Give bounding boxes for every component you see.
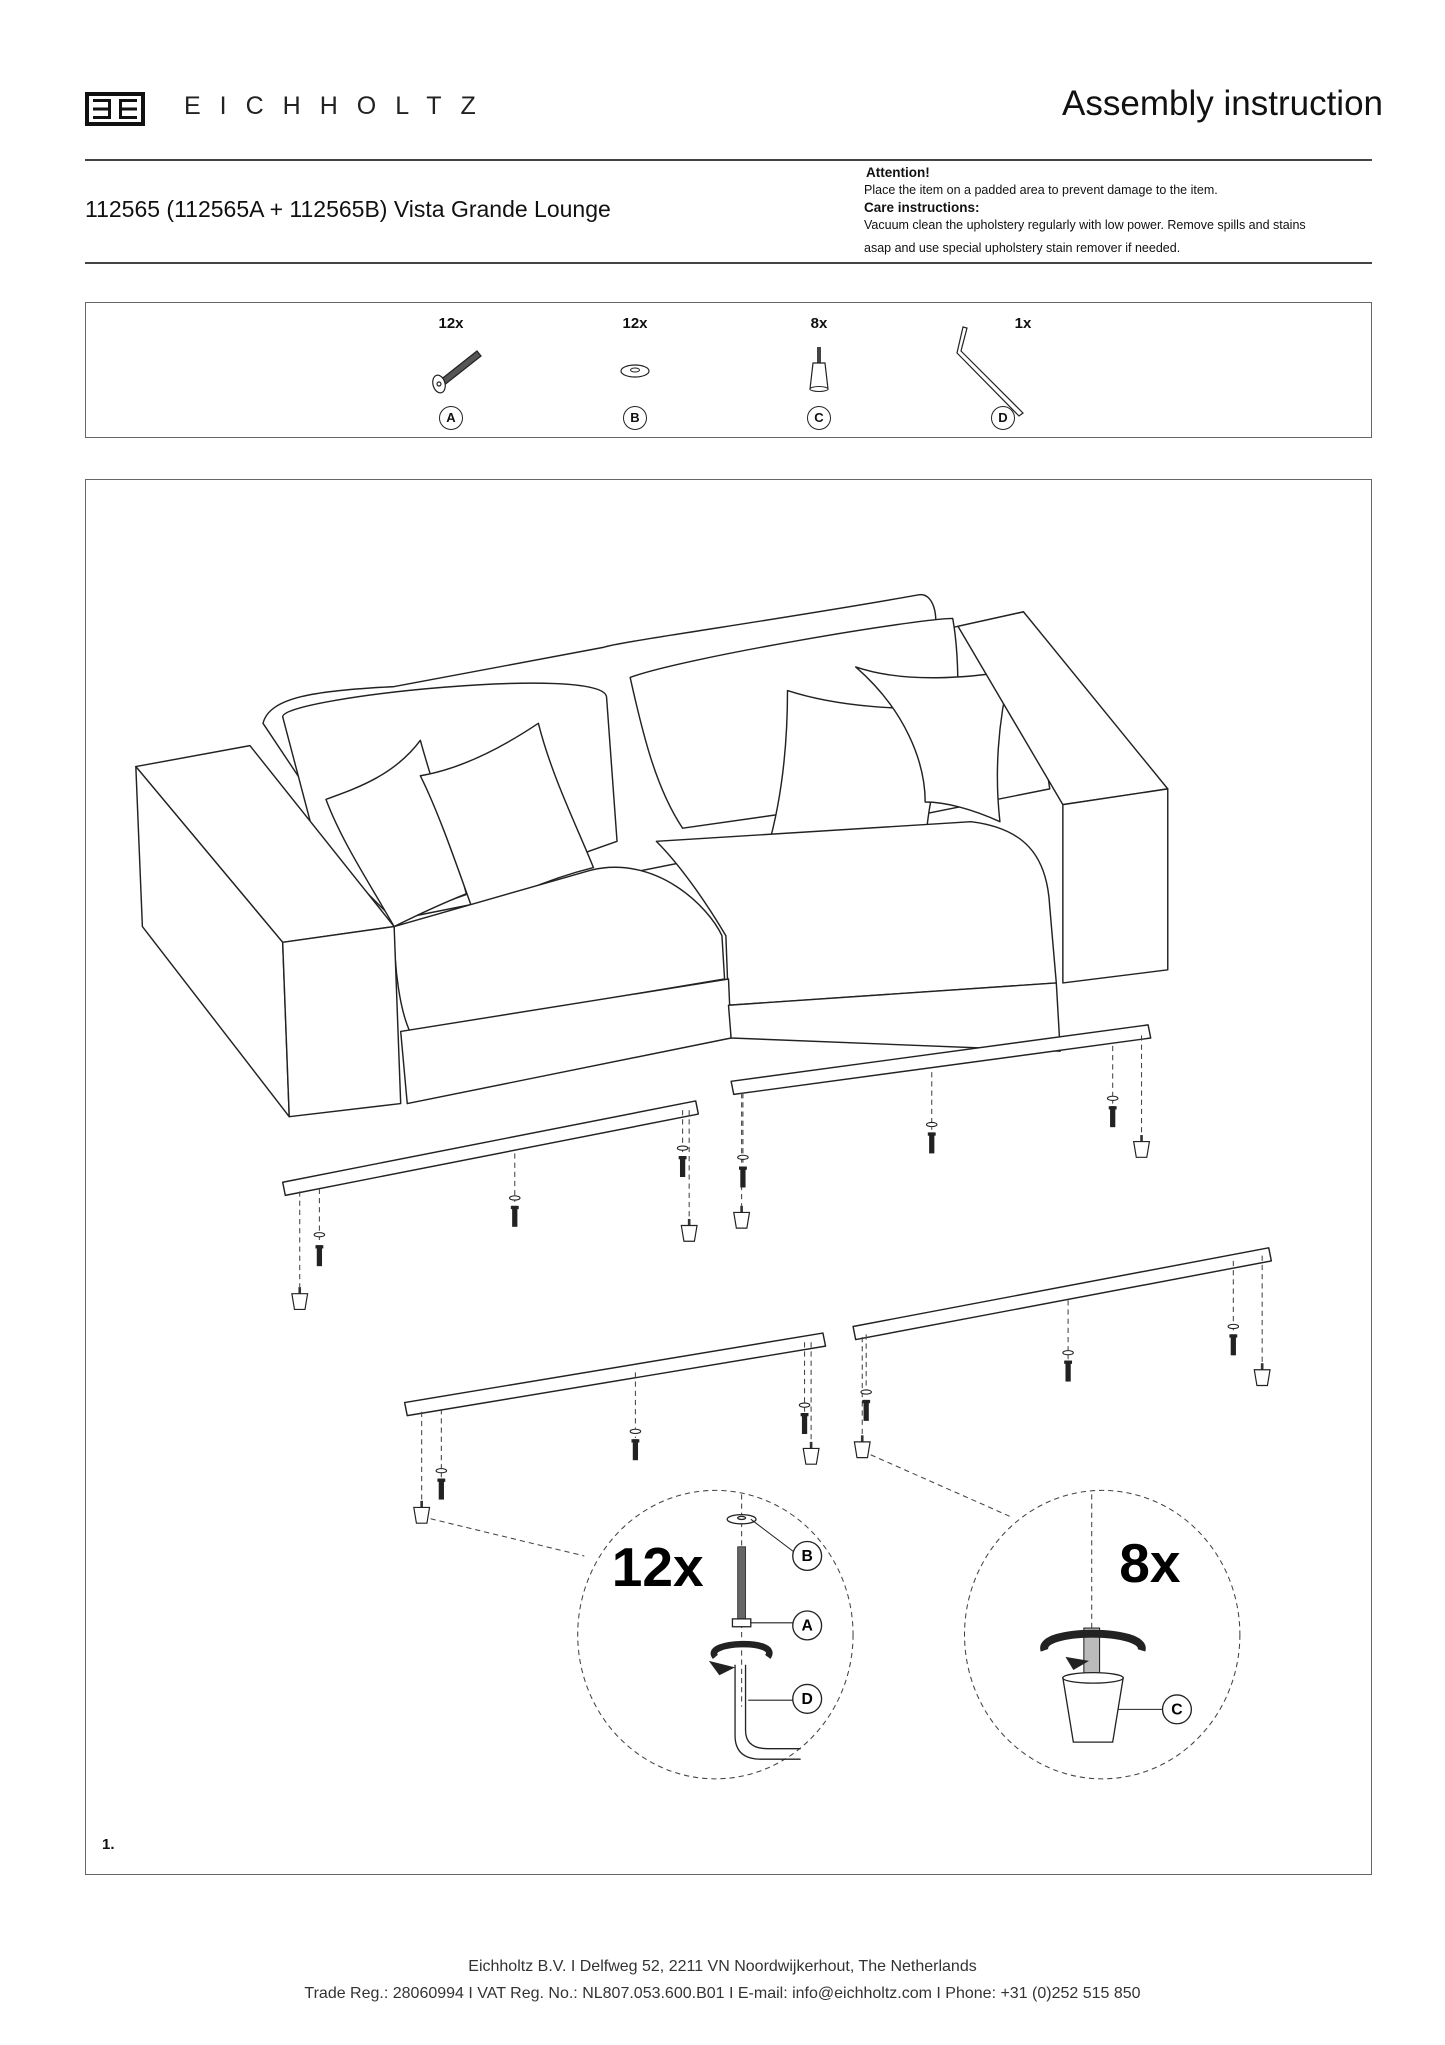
part-d: 1x D [943,303,1063,437]
part-quantity: 8x [810,315,828,332]
attention-label: Attention! [866,165,930,180]
part-quantity: 12x [438,315,464,332]
part-letter: D [991,406,1015,430]
care-notes: Attention! Place the item on a padded ar… [864,164,1364,257]
brand-name: EICHHOLTZ [184,92,495,120]
foot-icon [809,347,829,392]
header-divider [85,159,1372,161]
attention-text: Place the item on a padded area to preve… [864,183,1218,197]
sofa-leg-assembly-illustration: 12x B A D 8x C [135,594,1273,1780]
detail-quantity: 12x [612,1536,704,1598]
care-label: Care instructions: [864,200,980,215]
part-c: 8x C [759,303,879,437]
detail-quantity: 8x [1119,1532,1181,1594]
label-b: B [801,1548,812,1565]
document-title: Assembly instruction [1062,84,1383,123]
label-a: A [801,1618,812,1635]
sofa [135,594,1273,1417]
assembly-diagram: 12x B A D 8x C [85,479,1372,1875]
label-c: C [1171,1702,1182,1719]
hex-key-icon [956,326,1024,417]
parts-list: 12x A 12x B 8x C 1x D [85,302,1372,438]
bolt-detail: 12x B A D [612,1513,823,1760]
product-title: 112565 (112565A + 112565B) Vista Grande … [85,196,611,222]
brand-logo-icon [85,92,145,126]
footer-contact: Trade Reg.: 28060994 I VAT Reg. No.: NL8… [304,1985,1141,2002]
header-divider-bottom [85,262,1372,264]
care-text-continued: asap and use special upholstery stain re… [864,241,1181,255]
washer-icon [620,364,650,378]
part-letter: C [807,406,831,430]
part-quantity: 12x [622,315,648,332]
label-d: D [801,1691,812,1708]
part-letter: A [439,406,463,430]
bolt-icon [432,350,482,394]
assembly-guides [299,1035,1263,1780]
part-b: 12x B [575,303,695,437]
footer-address: Eichholtz B.V. I Delfweg 52, 2211 VN Noo… [468,1958,977,1975]
part-a: 12x A [391,303,511,437]
part-letter: B [623,406,647,430]
care-text: Vacuum clean the upholstery regularly wi… [864,218,1306,232]
part-quantity: 1x [1014,315,1032,332]
foot-detail: 8x C [1040,1532,1193,1743]
step-number: 1. [102,1836,115,1853]
